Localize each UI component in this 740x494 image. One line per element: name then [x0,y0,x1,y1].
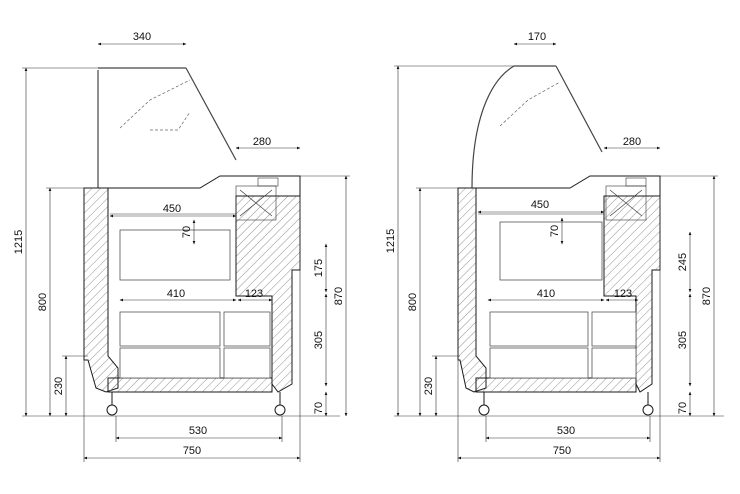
right-dim-upper-section: 245 [677,253,689,271]
right-dim-lower-width: 410 [537,288,555,300]
left-dim-foot-height: 70 [313,402,325,414]
right-cabinet-section [457,65,661,416]
left-sloped-glass [185,67,237,161]
left-dim-shelf-depth: 280 [253,136,271,148]
left-dim-lower-section: 305 [313,331,325,349]
right-glass-open-arc [499,81,561,127]
right-upper-tray [499,221,603,281]
left-dim-total-width: 750 [183,445,201,457]
right-dim-tray-depth: 450 [531,199,549,211]
left-dim-top-width: 340 [133,31,151,43]
right-body-front-wall [457,187,487,393]
right-dim-shelf-depth: 280 [623,136,641,148]
right-dim-plinth-height: 230 [423,377,435,395]
left-body-front-wall [83,187,119,393]
right-dim-foot-height: 70 [677,402,689,414]
left-lower-tray-1 [119,311,221,347]
left-dim-tray-height: 70 [181,226,193,238]
right-dim-base-width: 530 [557,425,575,437]
left-dim-base-width: 530 [189,425,207,437]
left-front-wheel [106,404,118,416]
left-lower-tray-2 [119,347,221,379]
right-front-wheel [478,404,490,416]
right-dim-side-section: 123 [614,288,632,300]
right-lower-tray-1 [489,311,589,347]
left-evaporator [235,185,277,221]
right-dim-lower-section: 305 [677,331,689,349]
left-dim-side-section: 123 [245,288,263,300]
right-rear-wheel [642,404,654,416]
left-dim-total-height: 1215 [13,230,25,254]
right-sloped-glass [555,65,603,153]
left-dim-tray-depth: 450 [163,203,181,215]
right-dim-total-height: 1215 [385,229,397,253]
left-rear-wheel [274,404,286,416]
left-dimensions: 340 280 450 70 410 123 1215 800 230 175 [13,31,350,462]
left-lower-tray-3 [223,311,271,347]
right-dim-body-height: 800 [407,293,419,311]
left-dim-plinth-height: 230 [53,377,65,395]
right-lower-tray-3 [591,311,637,347]
right-body-floor [475,377,637,393]
right-dim-tray-height: 70 [549,225,561,237]
right-dim-counter-height: 870 [701,287,713,305]
right-lower-tray-2 [489,347,589,379]
left-dim-counter-height: 870 [333,287,345,305]
left-dim-upper-section: 175 [313,259,325,277]
left-dim-body-height: 800 [37,293,49,311]
left-upper-tray [119,229,231,281]
right-dim-total-width: 750 [553,445,571,457]
right-dimensions: 170 280 450 70 410 123 1215 800 230 245 … [385,31,724,462]
left-dim-lower-width: 410 [167,288,185,300]
right-curved-glass [471,65,515,189]
left-lower-tray-4 [223,347,271,379]
left-body-floor [107,377,273,393]
left-glass-open-arc [119,79,191,129]
right-lower-tray-4 [591,347,637,379]
left-cabinet-section [83,67,301,416]
right-dim-top-width: 170 [528,31,546,43]
